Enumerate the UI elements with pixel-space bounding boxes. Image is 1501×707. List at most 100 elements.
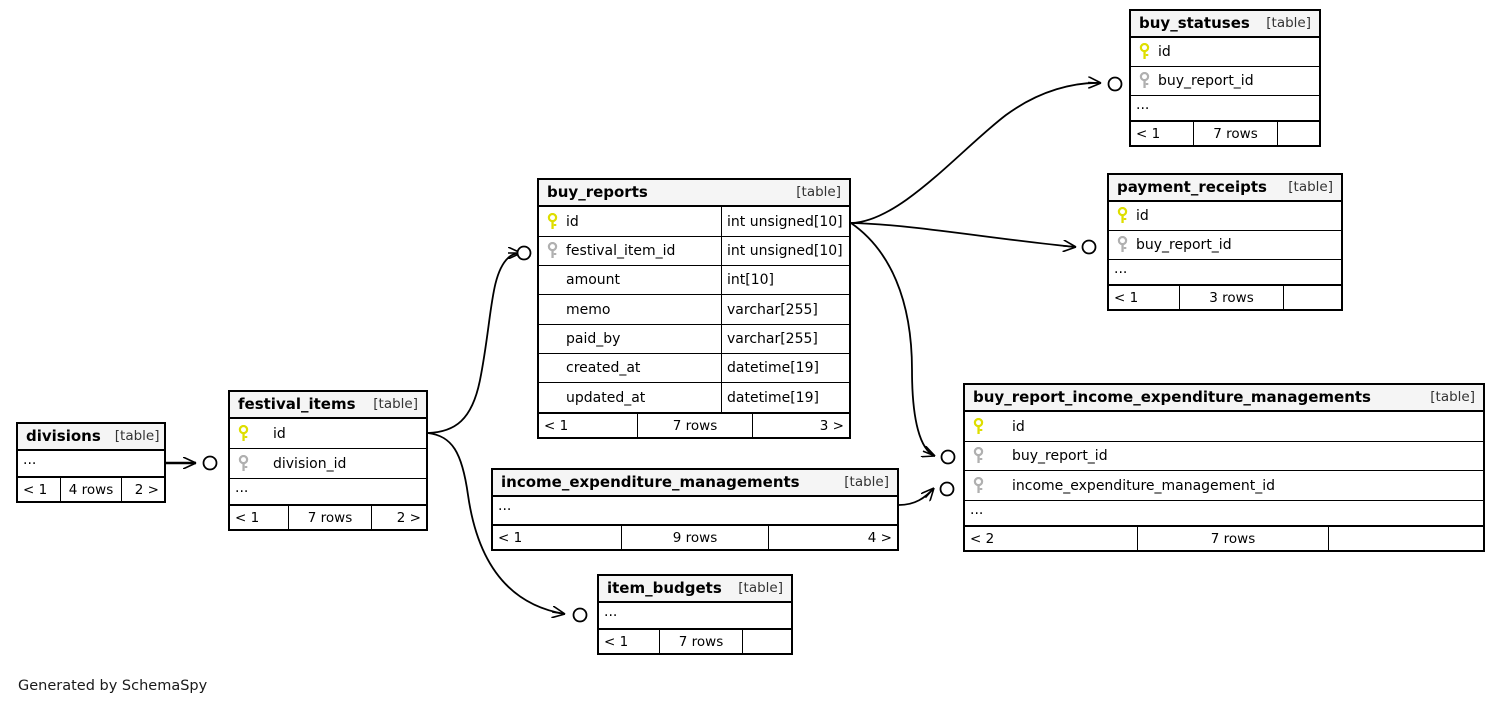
column-type: varchar[255]	[721, 325, 849, 353]
column-row-memo[interactable]: memo varchar[255]	[539, 295, 849, 325]
footer-row-count: 7 rows	[288, 506, 372, 529]
footer-next-count	[1284, 286, 1341, 309]
table-name: item_budgets	[607, 579, 722, 597]
column-label-cell: buy_report_id	[1109, 231, 1341, 259]
table-footer: < 2 7 rows	[965, 526, 1483, 550]
primary-key-icon	[545, 212, 560, 231]
table-footer: < 1 4 rows 2 >	[18, 477, 164, 501]
column-row-id[interactable]: id	[1131, 38, 1319, 67]
footer-prev-count: < 1	[1114, 289, 1139, 306]
column-label-cell: id	[230, 419, 426, 448]
footer-row-count: 9 rows	[621, 526, 769, 549]
footer-next-count	[1329, 527, 1483, 550]
column-label-cell: amount	[539, 266, 721, 294]
column-row-festival-item-id[interactable]: festival_item_id int unsigned[10]	[539, 237, 849, 266]
column-name: id	[566, 213, 579, 230]
column-type: datetime[19]	[721, 354, 849, 382]
footer-prev-count: < 1	[235, 509, 260, 526]
edge-buy-reports-to-brieim	[850, 222, 956, 465]
column-name: paid_by	[566, 331, 621, 347]
primary-key-icon	[236, 424, 251, 443]
footer-next-count: 2 >	[134, 481, 159, 498]
generator-credit: Generated by SchemaSpy	[18, 678, 208, 694]
table-footer: < 1 9 rows 4 >	[493, 525, 897, 549]
table-name: buy_statuses	[1139, 14, 1250, 32]
column-row-id[interactable]: id	[1109, 202, 1341, 231]
column-name: amount	[566, 272, 621, 288]
column-label-cell: buy_report_id	[1131, 67, 1319, 95]
column-label-cell: id	[539, 207, 721, 236]
column-name: updated_at	[566, 389, 646, 406]
table-type-tag: [table]	[796, 184, 841, 200]
primary-key-icon	[1115, 206, 1130, 225]
edge-iem-to-brieim	[898, 481, 955, 506]
column-row-id[interactable]: id	[230, 419, 426, 449]
column-row-buy-report-id[interactable]: buy_report_id	[1131, 67, 1319, 96]
column-name: id	[1136, 208, 1149, 224]
column-row-paid-by[interactable]: paid_by varchar[255]	[539, 325, 849, 354]
column-label-cell: created_at	[539, 354, 721, 382]
table-item-budgets[interactable]: item_budgets [table] ... < 1 7 rows	[597, 574, 793, 655]
more-columns-ellipsis: ...	[18, 451, 164, 477]
table-type-tag: [table]	[1266, 15, 1311, 31]
table-header: buy_statuses [table]	[1131, 11, 1319, 38]
table-festival-items[interactable]: festival_items [table] id division_id ..…	[228, 390, 428, 531]
foreign-key-icon	[1115, 235, 1130, 254]
column-name: created_at	[566, 360, 641, 376]
table-divisions[interactable]: divisions [table] ... < 1 4 rows 2 >	[16, 422, 166, 503]
more-columns-ellipsis: ...	[965, 501, 1483, 526]
column-row-division-id[interactable]: division_id	[230, 449, 426, 479]
column-label-cell: festival_item_id	[539, 237, 721, 265]
edge-divisions-to-festival-items	[166, 455, 218, 471]
footer-prev-count: < 2	[970, 530, 995, 547]
column-name: festival_item_id	[566, 243, 676, 259]
column-name: income_expenditure_management_id	[1012, 477, 1276, 494]
table-buy-statuses[interactable]: buy_statuses [table] id buy_report_id ..…	[1129, 9, 1321, 147]
table-footer: < 1 7 rows 2 >	[230, 505, 426, 529]
column-row-id[interactable]: id int unsigned[10]	[539, 207, 849, 237]
table-header: payment_receipts [table]	[1109, 175, 1341, 202]
column-label-cell: id	[1131, 38, 1319, 66]
footer-next-count	[743, 630, 791, 653]
table-name: divisions	[26, 427, 101, 445]
table-type-tag: [table]	[114, 428, 160, 444]
column-row-amount[interactable]: amount int[10]	[539, 266, 849, 295]
column-row-updated-at[interactable]: updated_at datetime[19]	[539, 383, 849, 413]
edge-buy-reports-to-buy-statuses	[850, 78, 1123, 224]
foreign-key-icon	[971, 446, 986, 465]
column-label-cell: paid_by	[539, 325, 721, 353]
table-income-expenditure-managements[interactable]: income_expenditure_managements [table] .…	[491, 468, 899, 551]
column-name: memo	[566, 301, 611, 318]
footer-row-count: 7 rows	[1137, 527, 1329, 550]
column-row-buy-report-id[interactable]: buy_report_id	[1109, 231, 1341, 260]
column-row-created-at[interactable]: created_at datetime[19]	[539, 354, 849, 383]
more-columns-ellipsis: ...	[599, 603, 791, 629]
column-name: id	[273, 425, 286, 442]
foreign-key-icon	[971, 476, 986, 495]
column-name: id	[1012, 418, 1025, 435]
table-payment-receipts[interactable]: payment_receipts [table] id buy_report_i…	[1107, 173, 1343, 311]
edge-buy-reports-to-payment-receipts	[850, 222, 1097, 255]
table-header: festival_items [table]	[230, 392, 426, 419]
column-type: int[10]	[721, 266, 849, 294]
footer-row-count: 7 rows	[637, 414, 753, 437]
edge-festival-items-to-buy-reports	[427, 245, 532, 434]
column-label-cell: memo	[539, 295, 721, 324]
footer-prev-count: < 1	[544, 417, 569, 434]
column-name: buy_report_id	[1012, 448, 1108, 464]
column-name: id	[1158, 44, 1171, 60]
table-header: buy_reports [table]	[539, 180, 849, 207]
column-row-income-expenditure-management-id[interactable]: income_expenditure_management_id	[965, 471, 1483, 501]
table-name: buy_report_income_expenditure_management…	[973, 388, 1371, 406]
column-row-id[interactable]: id	[965, 412, 1483, 442]
column-label-cell: buy_report_id	[965, 442, 1483, 470]
column-row-buy-report-id[interactable]: buy_report_id	[965, 442, 1483, 471]
primary-key-icon	[971, 417, 986, 436]
footer-prev-count: < 1	[498, 529, 523, 546]
table-buy-reports[interactable]: buy_reports [table] id int unsigned[10] …	[537, 178, 851, 439]
footer-row-count: 7 rows	[659, 630, 743, 653]
table-type-tag: [table]	[373, 396, 418, 412]
column-type: datetime[19]	[721, 383, 849, 412]
table-buy-report-income-expenditure-managements[interactable]: buy_report_income_expenditure_management…	[963, 383, 1485, 552]
column-label-cell: division_id	[230, 449, 426, 478]
